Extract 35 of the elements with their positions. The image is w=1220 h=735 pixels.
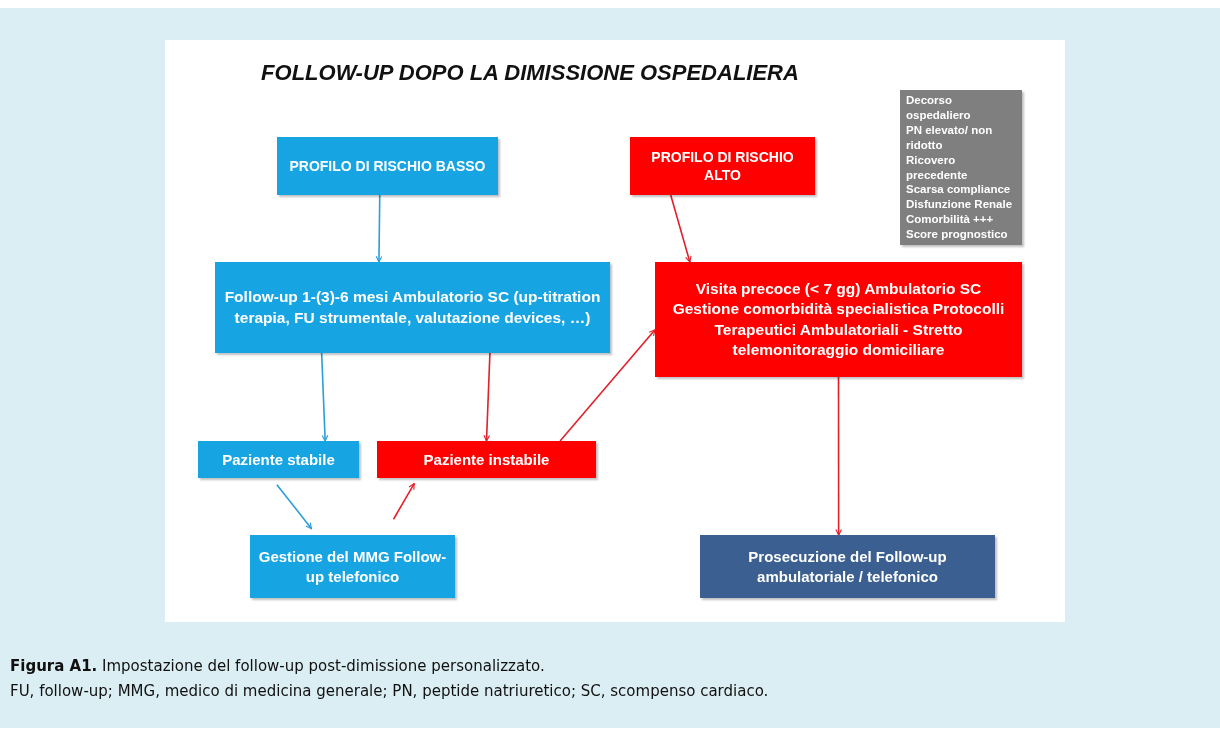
list-item: Disfunzione Renale	[906, 197, 1013, 213]
figure-caption: Figura A1. Impostazione del follow-up post-dimissione personalizzato.	[10, 657, 545, 675]
list-item: Decorso ospedaliero	[906, 92, 972, 123]
arrow	[483, 352, 491, 442]
list-item: Ricovero precedente	[906, 152, 969, 183]
box-text: Prosecuzione del Follow-up ambulatoriale / telefonico	[747, 547, 948, 586]
status-box	[377, 441, 596, 478]
abbreviations-note: FU, follow-up; MMG, medico di medicina generale; PN, peptide natriuretico; SC, scompenso cardiaco.	[10, 682, 769, 700]
box-text: Gestione del MMG Follow-up telefonico	[258, 547, 447, 586]
diagram-title: FOLLOW-UP DOPO LA DIMISSIONE OSPEDALIERA	[260, 60, 800, 86]
box-text: PROFILO DI RISCHIO ALTO	[650, 147, 795, 185]
box-text: PROFILO DI RISCHIO BASSO	[289, 156, 486, 176]
arrow	[320, 352, 329, 442]
status-box	[198, 441, 359, 478]
box-text: Paziente stabile	[222, 449, 335, 470]
list-item: Score prognostico	[906, 227, 1008, 243]
process-box	[655, 262, 1022, 377]
arrow	[276, 483, 313, 530]
process-box	[215, 262, 610, 353]
process-box	[250, 535, 455, 598]
list-item: Comorbilità +++	[906, 212, 994, 228]
box-text: Paziente instabile	[423, 449, 550, 470]
list-item: Scarsa compliance	[906, 182, 1011, 198]
list-item: PN elevato/ non ridotto	[906, 122, 994, 153]
arrow	[559, 329, 656, 442]
risk-profile-box	[277, 137, 498, 195]
box-text: Visita precoce (< 7 gg) Ambulatorio SC Gestione comorbidità specialistica Protocolli Terapeutici Ambulatoriali - Stretto telemonitoraggio domiciliare	[671, 279, 1006, 360]
arrow	[669, 194, 692, 263]
arrow	[835, 376, 842, 536]
arrow	[392, 482, 416, 521]
risk-factors-box	[900, 90, 1022, 245]
process-box	[700, 535, 995, 598]
arrow	[375, 194, 383, 263]
box-text: Follow-up 1-(3)-6 mesi Ambulatorio SC (up-titration terapia, FU strumentale, valutazione devices, …)	[223, 287, 602, 328]
risk-profile-box	[630, 137, 815, 195]
